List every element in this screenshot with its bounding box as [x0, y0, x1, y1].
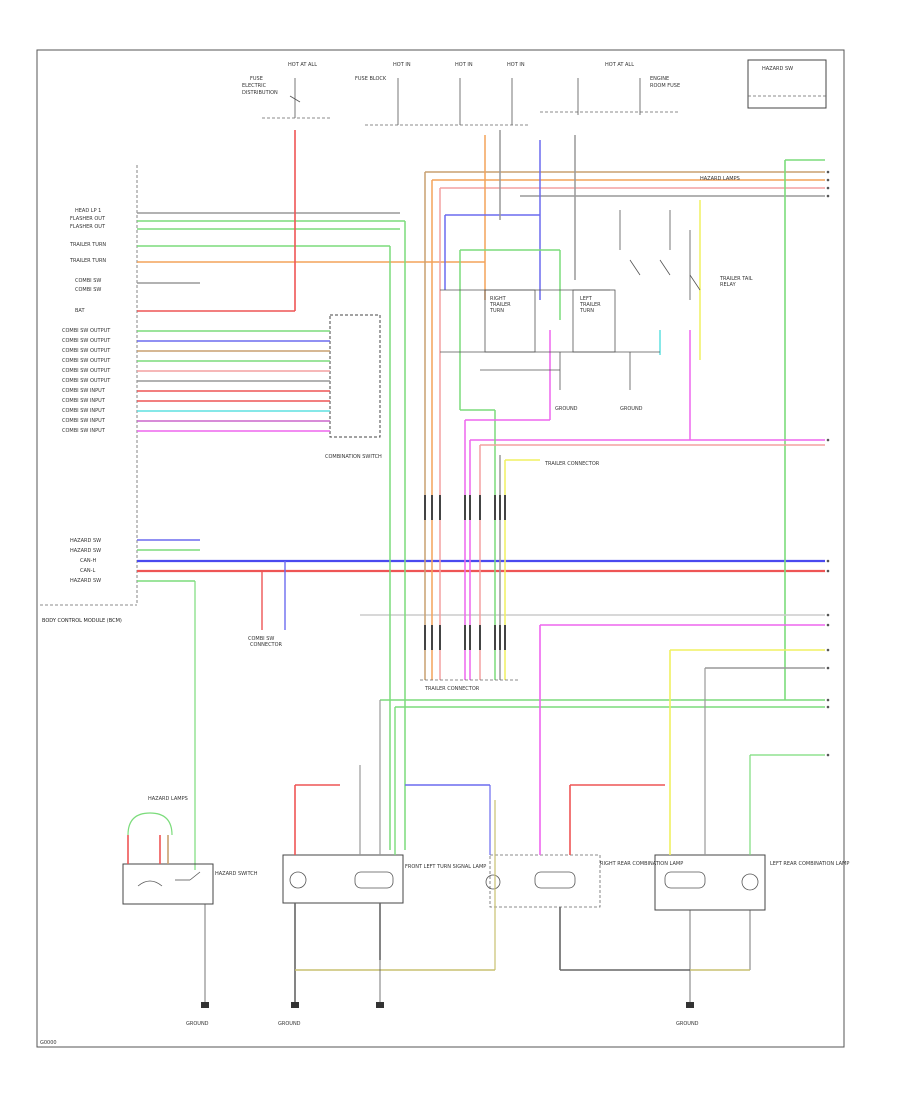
svg-text:TRAILER TAIL: TRAILER TAIL	[719, 276, 753, 282]
ground-right-label: GROUND	[676, 1021, 699, 1027]
ground-symbols: GROUND GROUND GROUND	[186, 960, 699, 1027]
trailer-connector-frame: TRAILER CONNECTOR	[420, 679, 520, 692]
svg-text:COMBI SW: COMBI SW	[75, 278, 101, 284]
svg-text:COMBI SW: COMBI SW	[75, 287, 101, 293]
svg-text:LEFT: LEFT	[580, 296, 593, 302]
svg-text:COMBI SW INPUT: COMBI SW INPUT	[62, 408, 106, 414]
svg-text:HOT IN: HOT IN	[455, 62, 473, 68]
svg-text:CAN-L: CAN-L	[80, 568, 95, 574]
bcm-pin-labels: HEAD LP 1 FLASHER OUT FLASHER OUT TRAILE…	[62, 208, 111, 584]
right-edge-terminals	[826, 170, 830, 757]
svg-text:HEAD LP 1: HEAD LP 1	[75, 208, 101, 214]
svg-text:BAT: BAT	[75, 308, 85, 314]
svg-text:RIGHT: RIGHT	[490, 296, 507, 302]
hazard-switch-label: HAZARD SWITCH	[215, 871, 258, 877]
trailer-connector-pins	[424, 495, 506, 650]
can-bus-wires	[137, 539, 825, 870]
svg-text:GROUND: GROUND	[555, 406, 578, 412]
svg-text:HAZARD SW: HAZARD SW	[70, 548, 101, 554]
footer-code: G0000	[40, 1040, 57, 1046]
svg-text:FUSE: FUSE	[250, 76, 263, 82]
diagram-frame	[36, 49, 845, 1048]
svg-text:TRAILER TURN: TRAILER TURN	[69, 258, 106, 264]
rear-right-combination-lamp: RIGHT REAR COMBINATION LAMP	[405, 625, 690, 971]
svg-text:COMBI SW OUTPUT: COMBI SW OUTPUT	[62, 368, 111, 374]
bcm-harness-wires	[137, 130, 485, 432]
bcm-module-box: BODY CONTROL MODULE (BCM)	[40, 165, 138, 624]
svg-text:TURN: TURN	[489, 308, 504, 314]
svg-text:COMBI SW: COMBI SW	[248, 636, 274, 642]
svg-text:HAZARD SW: HAZARD SW	[70, 538, 101, 544]
svg-text:COMBI SW INPUT: COMBI SW INPUT	[62, 428, 106, 434]
svg-text:HOT AT ALL: HOT AT ALL	[288, 62, 317, 68]
rear-left-combination-lamp: LEFT REAR COMBINATION LAMP	[654, 650, 849, 1002]
ground-mid-label: GROUND	[278, 1021, 301, 1027]
svg-text:HAZARD LAMPS: HAZARD LAMPS	[148, 796, 188, 802]
svg-text:HAZARD SW: HAZARD SW	[762, 66, 793, 72]
svg-text:TRAILER TURN: TRAILER TURN	[69, 242, 106, 248]
bcm-ground: COMBI SW CONNECTOR	[248, 636, 283, 648]
svg-text:COMBI SW OUTPUT: COMBI SW OUTPUT	[62, 328, 111, 334]
svg-text:TRAILER CONNECTOR: TRAILER CONNECTOR	[544, 461, 600, 467]
svg-text:COMBI SW OUTPUT: COMBI SW OUTPUT	[62, 338, 111, 344]
svg-text:TURN: TURN	[579, 308, 594, 314]
relay-boxes: RIGHT TRAILER TURN LEFT TRAILER TURN TRA…	[440, 176, 753, 467]
svg-text:HOT IN: HOT IN	[507, 62, 525, 68]
top-fuse-block	[262, 59, 827, 126]
right-trunk-wires	[360, 159, 825, 708]
svg-text:GROUND: GROUND	[620, 406, 643, 412]
vertical-feed-wires	[389, 130, 825, 850]
svg-text:COMBI SW OUTPUT: COMBI SW OUTPUT	[62, 378, 111, 384]
rear-right-combo-label: RIGHT REAR COMBINATION LAMP	[600, 861, 683, 867]
svg-text:COMBI SW INPUT: COMBI SW INPUT	[62, 398, 106, 404]
bcm-module-label: BODY CONTROL MODULE (BCM)	[42, 618, 122, 624]
trailer-connector-label: TRAILER CONNECTOR	[424, 686, 480, 692]
combination-switch: COMBINATION SWITCH	[325, 314, 382, 460]
hazard-switch: HAZARD SWITCH HAZARD LAMPS	[122, 796, 258, 1002]
svg-text:DISTRIBUTION: DISTRIBUTION	[242, 90, 278, 96]
svg-text:FLASHER OUT: FLASHER OUT	[70, 216, 106, 222]
svg-text:ROOM FUSE: ROOM FUSE	[650, 83, 680, 89]
svg-text:HOT IN: HOT IN	[393, 62, 411, 68]
svg-text:CONNECTOR: CONNECTOR	[250, 642, 283, 648]
svg-text:TRAILER: TRAILER	[489, 302, 511, 308]
svg-text:TRAILER: TRAILER	[579, 302, 601, 308]
svg-text:HAZARD LAMPS: HAZARD LAMPS	[700, 176, 740, 182]
svg-text:COMBI SW INPUT: COMBI SW INPUT	[62, 388, 106, 394]
svg-text:ELECTRIC: ELECTRIC	[242, 83, 267, 89]
svg-text:FLASHER OUT: FLASHER OUT	[70, 224, 106, 230]
front-left-turn-label: FRONT LEFT TURN SIGNAL LAMP	[405, 864, 486, 870]
svg-text:CAN-H: CAN-H	[80, 558, 96, 564]
ground-left-label: GROUND	[186, 1021, 209, 1027]
svg-text:RELAY: RELAY	[720, 282, 737, 288]
svg-text:COMBI SW INPUT: COMBI SW INPUT	[62, 418, 106, 424]
svg-text:FUSE BLOCK: FUSE BLOCK	[355, 76, 387, 82]
svg-text:HOT AT ALL: HOT AT ALL	[605, 62, 634, 68]
svg-text:HAZARD SW: HAZARD SW	[70, 578, 101, 584]
rear-left-combo-label: LEFT REAR COMBINATION LAMP	[770, 861, 849, 867]
front-turn-lamps: FRONT LEFT TURN SIGNAL LAMP	[282, 700, 495, 1002]
svg-text:COMBI SW OUTPUT: COMBI SW OUTPUT	[62, 348, 111, 354]
combination-switch-label: COMBINATION SWITCH	[325, 454, 382, 460]
svg-text:ENGINE: ENGINE	[650, 76, 669, 82]
svg-text:COMBI SW OUTPUT: COMBI SW OUTPUT	[62, 358, 111, 364]
top-labels: HOT AT ALL HOT IN HOT IN HOT IN HOT AT A…	[242, 62, 793, 96]
